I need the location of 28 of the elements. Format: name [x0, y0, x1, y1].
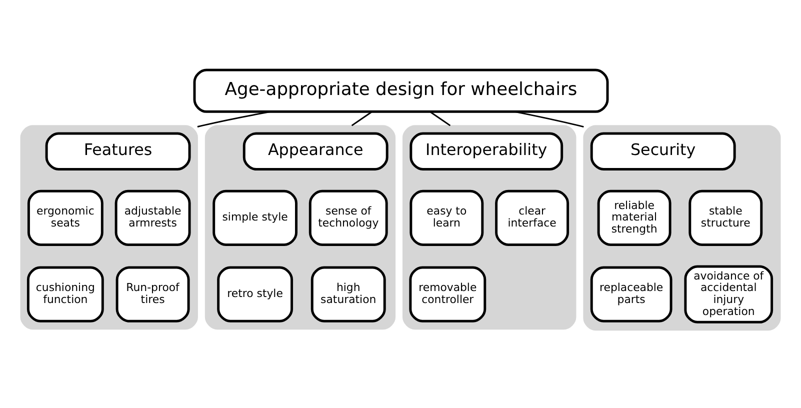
node-box: easy to learn: [410, 190, 484, 246]
node-box: replaceable parts: [590, 266, 672, 322]
connector: [197, 110, 271, 128]
cluster: [20, 125, 198, 330]
node-box: Features: [45, 132, 191, 170]
node-box: Interoperability: [410, 132, 564, 170]
node-box: cushioning function: [26, 266, 104, 322]
node-box: reliable material strength: [597, 190, 672, 246]
connector: [430, 111, 451, 126]
cluster: [204, 125, 396, 330]
node-box: ergonomic seats: [27, 190, 104, 246]
node-box: high saturation: [310, 266, 386, 322]
cluster: [402, 125, 576, 330]
node-box: Run-proof tires: [116, 266, 190, 322]
node-box: sense of technology: [308, 190, 388, 246]
node-box: simple style: [212, 190, 298, 246]
node-box: removable controller: [409, 266, 486, 322]
node-box: avoidance of accidental injury operation: [684, 265, 774, 324]
connector: [351, 111, 372, 126]
node-box: retro style: [217, 266, 294, 322]
connector: [514, 110, 584, 128]
node-box: stable structure: [688, 190, 763, 246]
node-box: Security: [590, 132, 736, 170]
node-box: clear interface: [495, 190, 570, 246]
node-box: adjustable armrests: [114, 190, 191, 246]
node-box: Appearance: [242, 132, 388, 170]
cluster: [583, 125, 781, 331]
node-box: Age-appropriate design for wheelchairs: [193, 68, 609, 113]
